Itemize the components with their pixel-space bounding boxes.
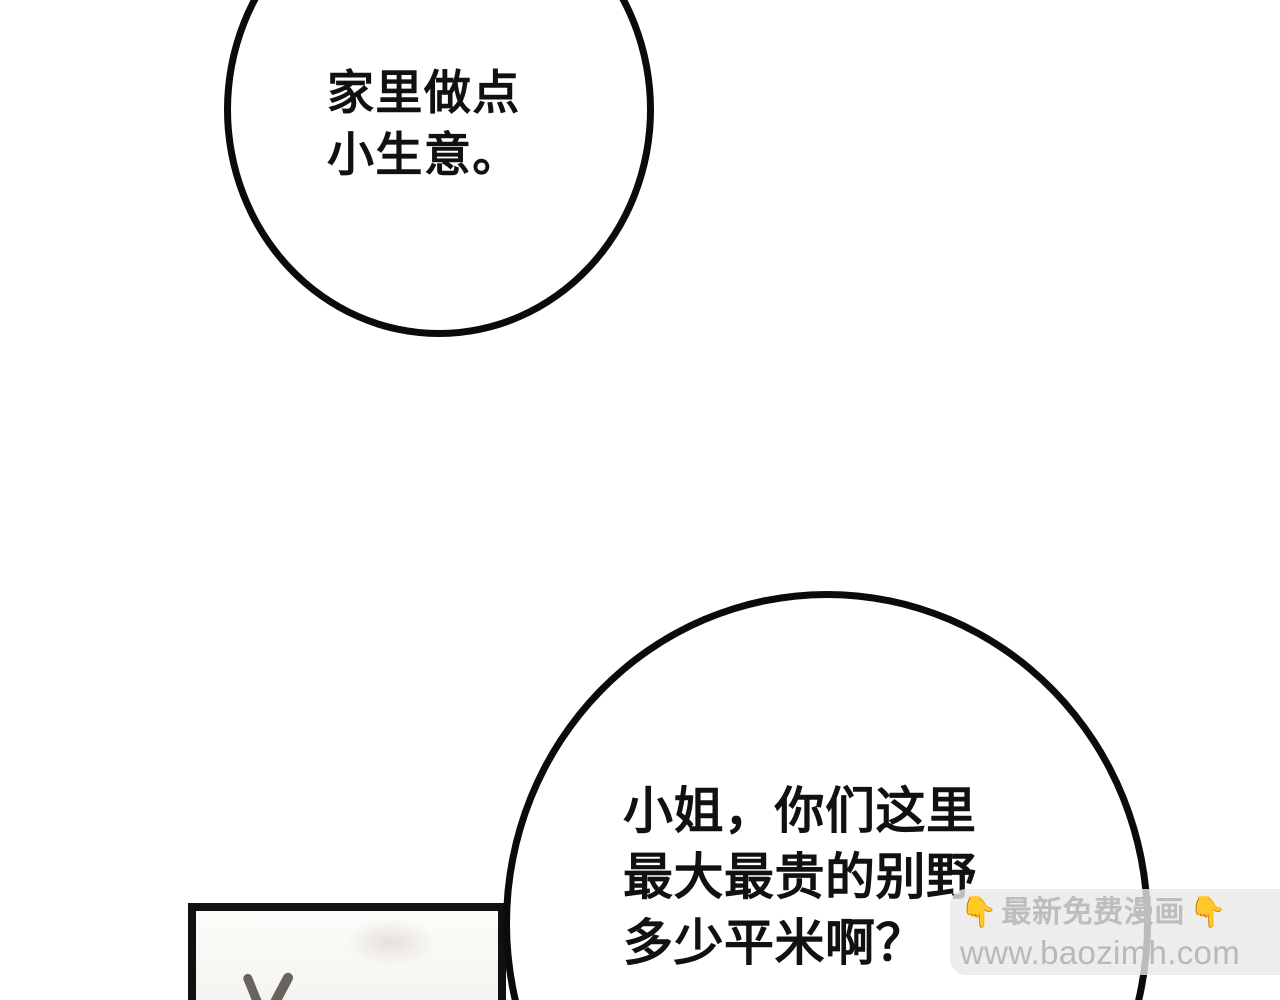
panel-artwork (196, 911, 498, 1000)
ink-stroke-left (241, 972, 264, 1000)
panel-highlight (346, 919, 436, 965)
speech-balloon-lower-text: 小姐，你们这里 最大最贵的别野 多少平米啊？ (623, 783, 977, 971)
comic-panel-bottom-left (188, 903, 506, 1000)
ink-stroke-right (267, 970, 295, 1000)
point-down-hand-icon-right: 👇 (1188, 896, 1227, 929)
speech-balloon-upper-text: 家里做点 小生意。 (327, 66, 521, 182)
